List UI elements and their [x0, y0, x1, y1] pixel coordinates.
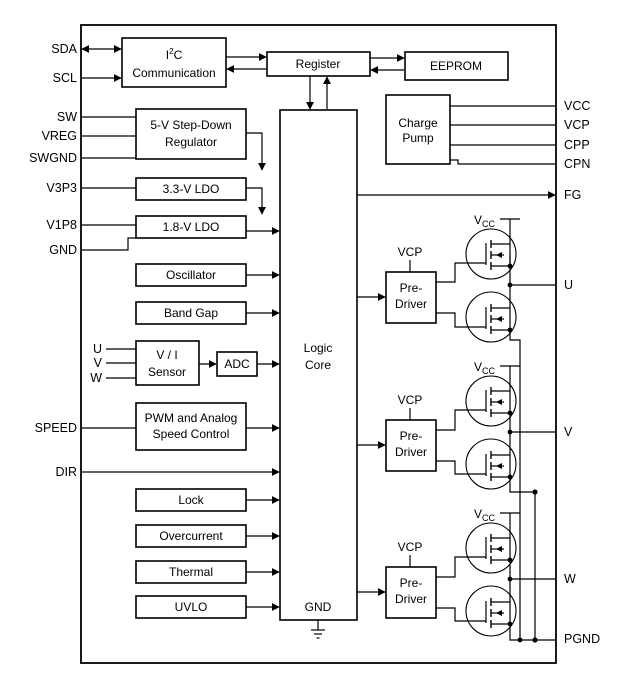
wire-cpn	[450, 159, 556, 165]
lock-label: Lock	[178, 493, 204, 507]
register-label: Register	[296, 57, 341, 71]
pin-u-in: U	[93, 342, 102, 356]
pin-vcc: VCC	[564, 99, 590, 113]
pin-w-out: W	[564, 572, 576, 586]
vi-sensor-label-line2: Sensor	[148, 365, 186, 379]
oscillator-label: Oscillator	[166, 268, 216, 282]
logic-core-gnd-label: GND	[305, 600, 332, 614]
step-down-label: 5-V Step-Down	[150, 118, 231, 132]
pre-driver-u-label: Pre-	[400, 281, 423, 295]
eeprom-label: EEPROM	[430, 59, 482, 73]
pin-cpp: CPP	[564, 138, 590, 152]
wire-reg-to-ldo	[246, 132, 266, 171]
pin-vcp: VCP	[564, 118, 590, 132]
pre-driver-w-label-line2: Driver	[395, 592, 427, 606]
pwm-label: PWM and Analog	[145, 411, 238, 425]
step-down-label-line2: Regulator	[165, 135, 217, 149]
pin-w-in: W	[90, 371, 102, 385]
pre-driver-v-supply: VCP	[398, 393, 423, 407]
ldo-1v8-label: 1.8-V LDO	[163, 220, 220, 234]
pre-driver-u-label-line2: Driver	[395, 297, 427, 311]
pin-scl: SCL	[53, 71, 77, 85]
adc-block	[216, 351, 258, 377]
pin-v3p3: V3P3	[46, 181, 77, 195]
phase-w: VCP Pre- Driver VCC	[357, 507, 556, 641]
logic-core-label-line2: Core	[305, 358, 331, 372]
wire-gnd	[82, 237, 136, 251]
pin-dir: DIR	[55, 465, 77, 479]
pwm-block	[135, 402, 247, 451]
eeprom-block	[404, 51, 509, 81]
vi-sensor-block	[135, 340, 200, 386]
step-down-block	[135, 108, 247, 160]
logic-core-ground-symbol	[311, 620, 325, 639]
pin-vreg: VREG	[42, 129, 77, 143]
vcc-label-w: VCC	[474, 507, 496, 523]
pre-driver-w-supply: VCP	[398, 540, 423, 554]
pin-v-in: V	[94, 356, 103, 370]
pin-sda: SDA	[51, 42, 77, 56]
pre-driver-w-label: Pre-	[400, 576, 423, 590]
ldo-1v8-block	[135, 215, 247, 239]
pre-driver-v	[385, 419, 437, 472]
vi-sensor-label: V / I	[156, 348, 177, 362]
phase-v: VCP Pre- Driver VCC	[357, 360, 556, 495]
pin-speed: SPEED	[35, 421, 77, 435]
phase-u: VCP Pre- Driver VCC	[357, 213, 556, 640]
i2c-block	[121, 37, 227, 88]
pin-cpn: CPN	[564, 157, 590, 171]
pin-fg: FG	[564, 188, 581, 202]
charge-pump-block	[385, 94, 451, 165]
logic-core-block	[279, 109, 358, 621]
vcc-label-v: VCC	[474, 360, 496, 376]
register-block	[266, 51, 371, 77]
pin-v1p8: V1P8	[46, 218, 77, 232]
vcc-label-u: VCC	[474, 213, 496, 229]
pre-driver-u-supply: VCP	[398, 245, 423, 259]
pin-v-out: V	[564, 425, 573, 439]
pwm-label-line2: Speed Control	[153, 427, 230, 441]
pre-driver-w	[385, 566, 437, 619]
pre-driver-v-label-line2: Driver	[395, 445, 427, 459]
adc-label: ADC	[224, 357, 250, 371]
charge-pump-label: Charge	[398, 116, 438, 130]
pre-driver-v-label: Pre-	[400, 429, 423, 443]
right-pins: VCC VCP CPP CPN FG U V W PGND	[564, 99, 600, 646]
ldo-3v3-label: 3.3-V LDO	[163, 182, 220, 196]
pin-sw: SW	[57, 110, 77, 124]
pre-driver-u	[385, 271, 437, 324]
left-pins: SDA SCL SW VREG SWGND V3P3 V1P8 GND U V …	[29, 42, 103, 479]
overcurrent-label: Overcurrent	[159, 529, 223, 543]
ldo-3v3-block	[135, 177, 247, 201]
pin-pgnd: PGND	[564, 632, 600, 646]
wire-reg-to-ldo2	[246, 187, 266, 215]
band-gap-label: Band Gap	[164, 306, 218, 320]
uvlo-label: UVLO	[175, 600, 208, 614]
i2c-label: I2C	[166, 47, 183, 62]
chip-outline	[80, 24, 557, 664]
i2c-label-line2: Communication	[132, 66, 215, 80]
charge-pump-label-line2: Pump	[402, 131, 434, 145]
logic-core-label: Logic	[304, 341, 333, 355]
pin-gnd: GND	[49, 243, 77, 257]
thermal-label: Thermal	[169, 565, 213, 579]
pin-swgnd: SWGND	[29, 151, 77, 165]
pin-u-out: U	[564, 278, 573, 292]
